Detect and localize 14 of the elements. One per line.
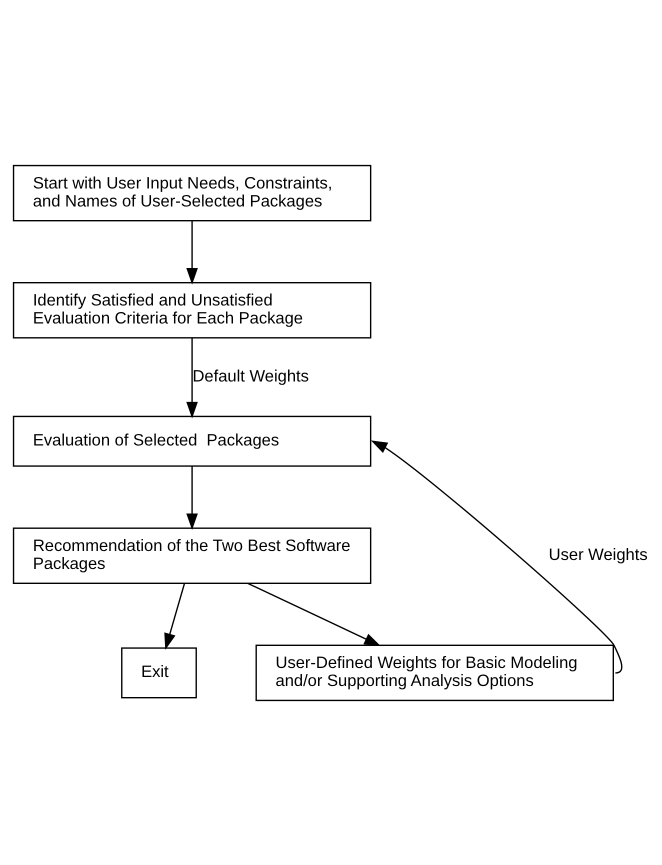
arrow <box>186 466 198 530</box>
arrow <box>186 220 198 284</box>
node-box: Exit <box>121 646 197 698</box>
node-box: Evaluation of Selected Packages <box>12 415 372 466</box>
node-box: Identify Satisfied and Unsatisfied Evaluation Criteria for Each Package <box>12 282 372 338</box>
node-box: User-Defined Weights for Basic Modeling and/or Supporting Analysis Options <box>256 644 614 701</box>
node-box: Recommendation of the Two Best Software Packages <box>12 526 372 584</box>
arrow <box>164 582 186 650</box>
arrow <box>247 582 381 646</box>
arrow <box>186 338 198 418</box>
arrow <box>370 440 622 674</box>
edge-label: User Weights <box>548 544 648 564</box>
edge-label: Default Weights <box>192 366 309 385</box>
node-box: Start with User Input Needs, Constraints, and Names of User-Selected Packages <box>12 164 372 221</box>
